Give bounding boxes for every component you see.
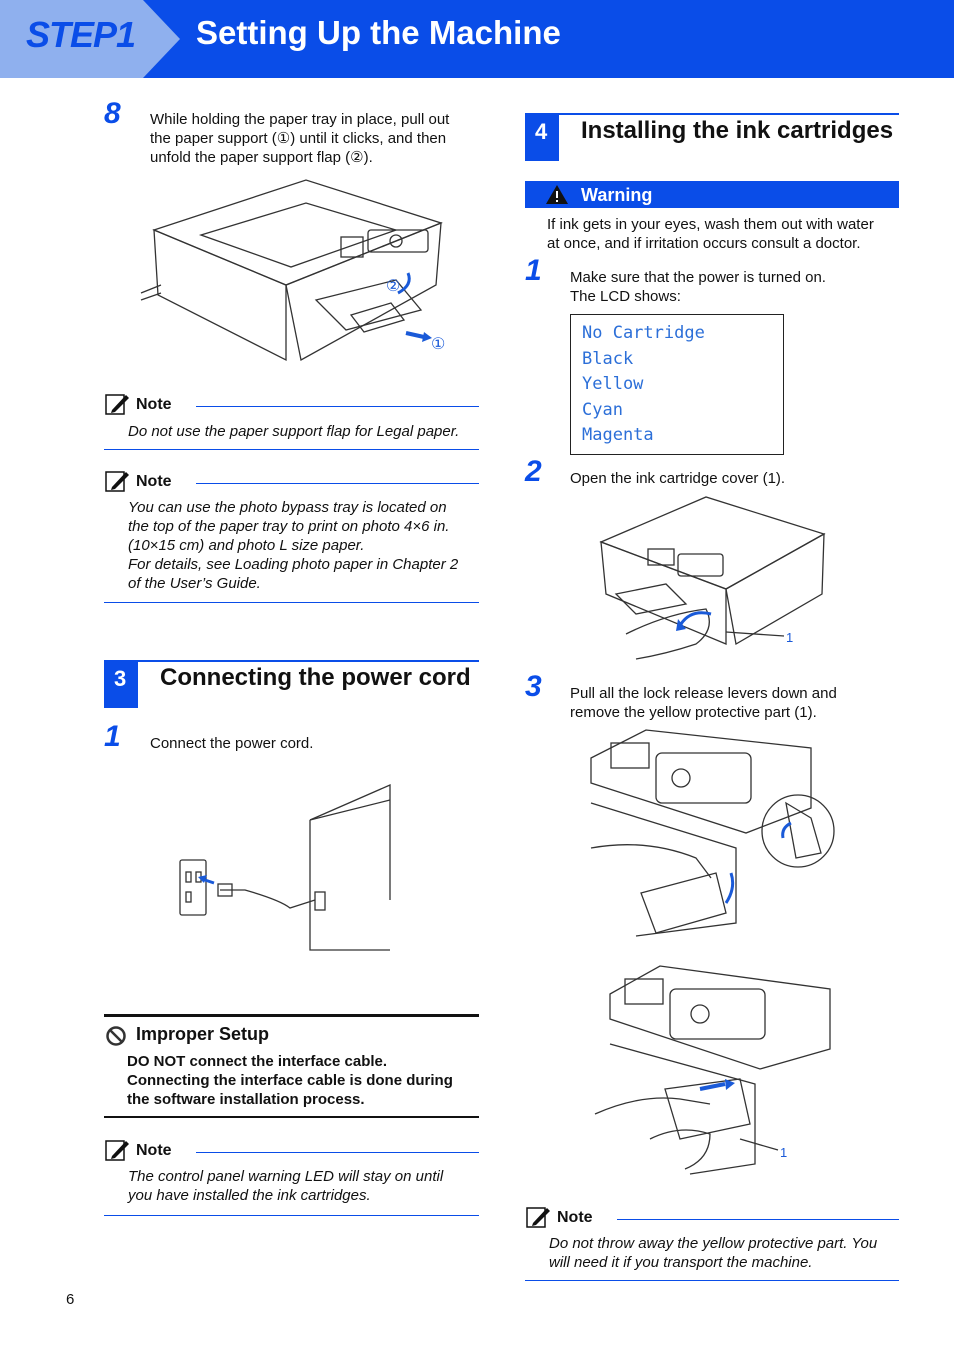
- text-line: you have installed the ink cartridges.: [128, 1187, 371, 1204]
- note-pencil-icon: [105, 1140, 129, 1161]
- text-line: Make sure that the power is turned on.: [570, 269, 826, 286]
- callout-marker: 1: [780, 1145, 788, 1160]
- lcd-line: Magenta: [582, 425, 654, 445]
- section-header-3: 3 Connecting the power cord: [104, 660, 479, 710]
- step-label: STEP1: [26, 14, 136, 55]
- divider: [104, 602, 479, 603]
- step-number: 1: [525, 254, 542, 287]
- lcd-display: No Cartridge Black Yellow Cyan Magenta: [570, 314, 784, 455]
- lcd-line: Yellow: [582, 374, 644, 394]
- step-text: Open the ink cartridge cover (1).: [570, 470, 786, 487]
- printer-open-cover-illustration: [599, 496, 826, 660]
- text-line: at once, and if irritation occurs consul…: [547, 235, 861, 252]
- text-line: You can use the photo bypass tray is loc…: [128, 499, 447, 516]
- note-pencil-icon: [526, 1207, 550, 1228]
- step-chevron: [0, 0, 180, 78]
- step-text: Connect the power cord.: [150, 735, 314, 752]
- text-line: While holding the paper tray in place, p…: [150, 111, 450, 128]
- lcd-line: No Cartridge: [582, 323, 705, 343]
- text-line: If ink gets in your eyes, wash them out …: [547, 216, 874, 233]
- improper-setup-title: Improper Setup: [136, 1024, 270, 1044]
- note-text: The control panel warning LED will stay …: [128, 1167, 483, 1205]
- callout-marker: 1: [786, 630, 794, 645]
- note-label: Note: [136, 396, 172, 413]
- divider: [196, 483, 479, 484]
- text-line: the paper support (①) until it clicks, a…: [150, 130, 447, 147]
- note-text: You can use the photo bypass tray is loc…: [128, 498, 483, 593]
- lcd-line: Cyan: [582, 399, 623, 420]
- improper-setup-text: DO NOT connect the interface cable. Conn…: [127, 1052, 453, 1109]
- step-number: 3: [525, 670, 542, 703]
- printer-paper-support-illustration: [140, 179, 443, 362]
- page-title: Setting Up the Machine: [196, 14, 561, 51]
- note-pencil-icon: [105, 471, 129, 492]
- note-pencil-icon: [105, 394, 129, 415]
- remove-protective-part-illustration: [594, 965, 831, 1175]
- text-line: Do not throw away the yellow protective …: [549, 1235, 878, 1252]
- power-cord-illustration: [179, 784, 391, 951]
- divider: [525, 113, 899, 115]
- step-number: 8: [104, 97, 121, 130]
- text-line: the top of the paper tray to print on ph…: [128, 518, 450, 535]
- section-number-box: [104, 660, 138, 708]
- text-line: the software installation process.: [127, 1091, 365, 1108]
- prohibited-icon: [106, 1026, 126, 1046]
- section-title: Installing the ink cartridges: [581, 117, 894, 144]
- text-line: Do not use the paper support flap for Le…: [128, 423, 460, 440]
- step-number: 1: [104, 720, 121, 753]
- step-text: Pull all the lock release levers down an…: [570, 684, 900, 722]
- text-line: The control panel warning LED will stay …: [128, 1168, 444, 1185]
- section-number-box: [525, 113, 559, 161]
- text-line: The LCD shows:: [570, 288, 681, 305]
- note-box: Note Do not throw away the yellow protec…: [525, 1205, 899, 1283]
- warning-triangle-icon: [546, 185, 568, 204]
- text-line: unfold the paper support flap (②).: [150, 149, 373, 166]
- note-label: Note: [136, 473, 172, 490]
- section-number: 3: [114, 666, 127, 691]
- page-number: 6: [66, 1291, 75, 1308]
- warning-text: If ink gets in your eyes, wash them out …: [547, 215, 899, 253]
- text-line: remove the yellow protective part (1).: [570, 704, 817, 721]
- note-label: Note: [557, 1209, 593, 1226]
- page-header: STEP1 Setting Up the Machine: [0, 0, 954, 78]
- text-line: will need it if you transport the machin…: [549, 1254, 813, 1271]
- section-title: Connecting the power cord: [160, 664, 471, 691]
- step-number: 2: [525, 455, 542, 488]
- note-text: Do not use the paper support flap for Le…: [128, 422, 483, 441]
- text-line: DO NOT connect the interface cable.: [127, 1053, 388, 1070]
- divider: [104, 660, 479, 662]
- callout-marker: ①: [431, 336, 446, 353]
- section-header-4: 4 Installing the ink cartridges: [525, 113, 899, 163]
- divider: [196, 406, 479, 407]
- divider: [104, 1215, 479, 1216]
- step-text: Make sure that the power is turned on. T…: [570, 268, 900, 306]
- note-box: Note Do not use the paper support flap f…: [104, 392, 479, 452]
- text-line: For details, see Loading photo paper in …: [128, 556, 459, 573]
- warning-label: Warning: [581, 185, 653, 205]
- divider: [525, 1280, 899, 1281]
- text-line: Pull all the lock release levers down an…: [570, 685, 837, 702]
- divider: [196, 1152, 479, 1153]
- note-box: Note The control panel warning LED will …: [104, 1138, 479, 1218]
- lock-release-levers-illustration: [590, 729, 835, 937]
- callout-marker: ②: [386, 278, 401, 295]
- text-line: of the User’s Guide.: [128, 575, 261, 592]
- divider: [104, 449, 479, 450]
- note-label: Note: [136, 1142, 172, 1159]
- text-line: (10×15 cm) and photo L size paper.: [128, 537, 365, 554]
- lcd-line: Black: [582, 348, 634, 369]
- step-8-text: While holding the paper tray in place, p…: [150, 110, 480, 167]
- section-number: 4: [535, 119, 548, 144]
- note-box: Note You can use the photo bypass tray i…: [104, 469, 479, 605]
- divider: [617, 1219, 899, 1220]
- warning-bar: Warning: [525, 181, 899, 208]
- improper-setup-box: Improper Setup DO NOT connect the interf…: [104, 1014, 479, 1118]
- note-text: Do not throw away the yellow protective …: [549, 1234, 904, 1272]
- text-line: Connecting the interface cable is done d…: [127, 1072, 453, 1089]
